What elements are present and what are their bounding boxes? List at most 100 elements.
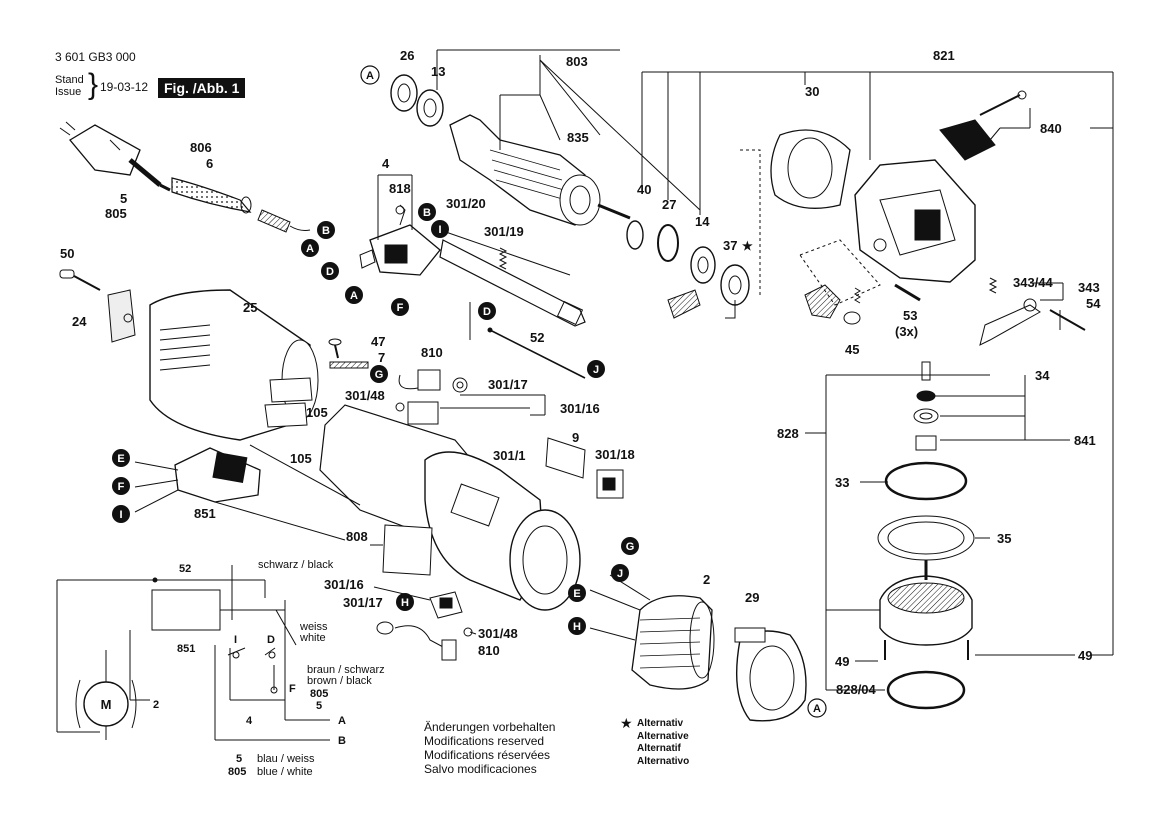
label-835: 835 bbox=[567, 130, 589, 145]
label-828-04: 828/04 bbox=[836, 682, 877, 697]
svg-text:F: F bbox=[118, 481, 125, 493]
svg-text:B: B bbox=[322, 225, 330, 237]
bearing-icon bbox=[390, 74, 444, 127]
label-851: 851 bbox=[194, 506, 216, 521]
power-plug-icon bbox=[59, 121, 171, 192]
label-29: 29 bbox=[745, 590, 759, 605]
figure-label: Fig. /Abb. 1 bbox=[158, 78, 246, 98]
note-de: Änderungen vorbehalten bbox=[424, 720, 556, 734]
label-818: 818 bbox=[389, 181, 411, 196]
svg-text:F: F bbox=[397, 302, 404, 314]
label-13: 13 bbox=[431, 64, 445, 79]
label-105b: 105 bbox=[290, 451, 312, 466]
label-806: 806 bbox=[190, 140, 212, 155]
label-35: 35 bbox=[997, 531, 1011, 546]
label-808: 808 bbox=[346, 529, 368, 544]
label-343: 343 bbox=[1078, 280, 1100, 295]
wire-blue-en: blue / white bbox=[257, 766, 313, 778]
wire-B: B bbox=[338, 735, 346, 747]
alt-es: Alternativo bbox=[637, 755, 690, 767]
fan-baffle-icon bbox=[734, 627, 807, 722]
svg-text:G: G bbox=[626, 541, 635, 553]
terminal-D: D bbox=[267, 634, 275, 646]
callout-A-outline-top: A bbox=[360, 65, 380, 85]
brush-strip-icon bbox=[667, 289, 701, 319]
label-301-20: 301/20 bbox=[446, 196, 486, 211]
alt-en: Alternative bbox=[637, 730, 689, 742]
label-50: 50 bbox=[60, 246, 74, 261]
lock-nut-icon bbox=[720, 264, 750, 306]
issue-label: Issue bbox=[55, 86, 82, 98]
svg-text:E: E bbox=[117, 453, 124, 465]
label-34: 34 bbox=[1035, 368, 1050, 383]
label-301-19: 301/19 bbox=[484, 224, 524, 239]
label-343-44: 343/44 bbox=[1013, 275, 1054, 290]
label-14: 14 bbox=[695, 214, 710, 229]
label-26: 26 bbox=[400, 48, 414, 63]
label-6: 6 bbox=[206, 156, 213, 171]
stand-label: Stand bbox=[55, 74, 84, 86]
svg-text:A: A bbox=[366, 70, 374, 82]
wire-black-label: schwarz / black bbox=[258, 559, 334, 571]
wire-blue-de: blau / weiss bbox=[257, 753, 315, 765]
label-54: 54 bbox=[1086, 296, 1101, 311]
issue-date: 19-03-12 bbox=[100, 80, 149, 94]
label-plate-icon bbox=[545, 437, 624, 499]
callout-markers: A A B A B I D A F D J G E F I H G bbox=[112, 65, 827, 718]
wire-4: 4 bbox=[246, 715, 253, 727]
label-5: 5 bbox=[120, 191, 127, 206]
brace-icon: } bbox=[88, 68, 99, 101]
label-33: 33 bbox=[835, 475, 849, 490]
note-fr: Modifications réservées bbox=[424, 748, 551, 762]
wire-52: 52 bbox=[179, 563, 191, 575]
spindle-stack-icon bbox=[877, 361, 975, 710]
pinion-icon bbox=[799, 239, 921, 325]
label-301-16b: 301/16 bbox=[324, 577, 364, 592]
spindle-lock-icon bbox=[939, 90, 1027, 161]
switch-slider-icon bbox=[439, 239, 586, 327]
wire-white-label: white bbox=[299, 632, 326, 644]
label-45: 45 bbox=[845, 342, 859, 357]
motor-housing-icon bbox=[319, 404, 581, 611]
screw-icon bbox=[59, 269, 101, 291]
alt-de: Alternativ bbox=[637, 718, 684, 729]
svg-text:J: J bbox=[593, 364, 599, 376]
terminal-I: I bbox=[234, 634, 237, 646]
note-es: Salvo modificaciones bbox=[424, 762, 537, 776]
wire-805b: 805 bbox=[228, 766, 246, 778]
label-24: 24 bbox=[72, 314, 87, 329]
wire-5b: 5 bbox=[236, 753, 242, 765]
electronics-module-icon bbox=[134, 447, 261, 513]
label-52: 52 bbox=[530, 330, 544, 345]
label-37: 37 bbox=[723, 238, 737, 253]
circlip-icon bbox=[626, 220, 644, 250]
label-105a: 105 bbox=[306, 405, 328, 420]
label-27: 27 bbox=[662, 197, 676, 212]
label-301-48b: 301/48 bbox=[478, 626, 518, 641]
svg-text:E: E bbox=[573, 588, 580, 600]
svg-text:H: H bbox=[573, 621, 581, 633]
label-301-17: 301/17 bbox=[488, 377, 528, 392]
alt-fr: Alternatif bbox=[637, 743, 681, 754]
motor-symbol: M bbox=[101, 697, 112, 712]
label-803: 803 bbox=[566, 54, 588, 69]
label-40: 40 bbox=[637, 182, 651, 197]
label-2: 2 bbox=[703, 572, 710, 587]
alternative-star-icon: ★ bbox=[620, 715, 633, 731]
label-sticker-icon bbox=[264, 377, 313, 428]
label-47: 47 bbox=[371, 334, 385, 349]
wire-2: 2 bbox=[153, 699, 159, 711]
label-25: 25 bbox=[243, 300, 257, 315]
carbon-brush-icon bbox=[395, 369, 468, 425]
svg-text:A: A bbox=[350, 290, 358, 302]
wiring-diagram bbox=[56, 565, 330, 741]
svg-text:B: B bbox=[423, 207, 431, 219]
spring-icon bbox=[498, 247, 508, 270]
svg-text:A: A bbox=[306, 243, 314, 255]
label-821: 821 bbox=[933, 48, 955, 63]
svg-text:D: D bbox=[483, 306, 491, 318]
star-icon: ★ bbox=[742, 239, 753, 253]
brush-cap-icon bbox=[107, 289, 136, 343]
cord-clip-icon bbox=[257, 209, 311, 233]
